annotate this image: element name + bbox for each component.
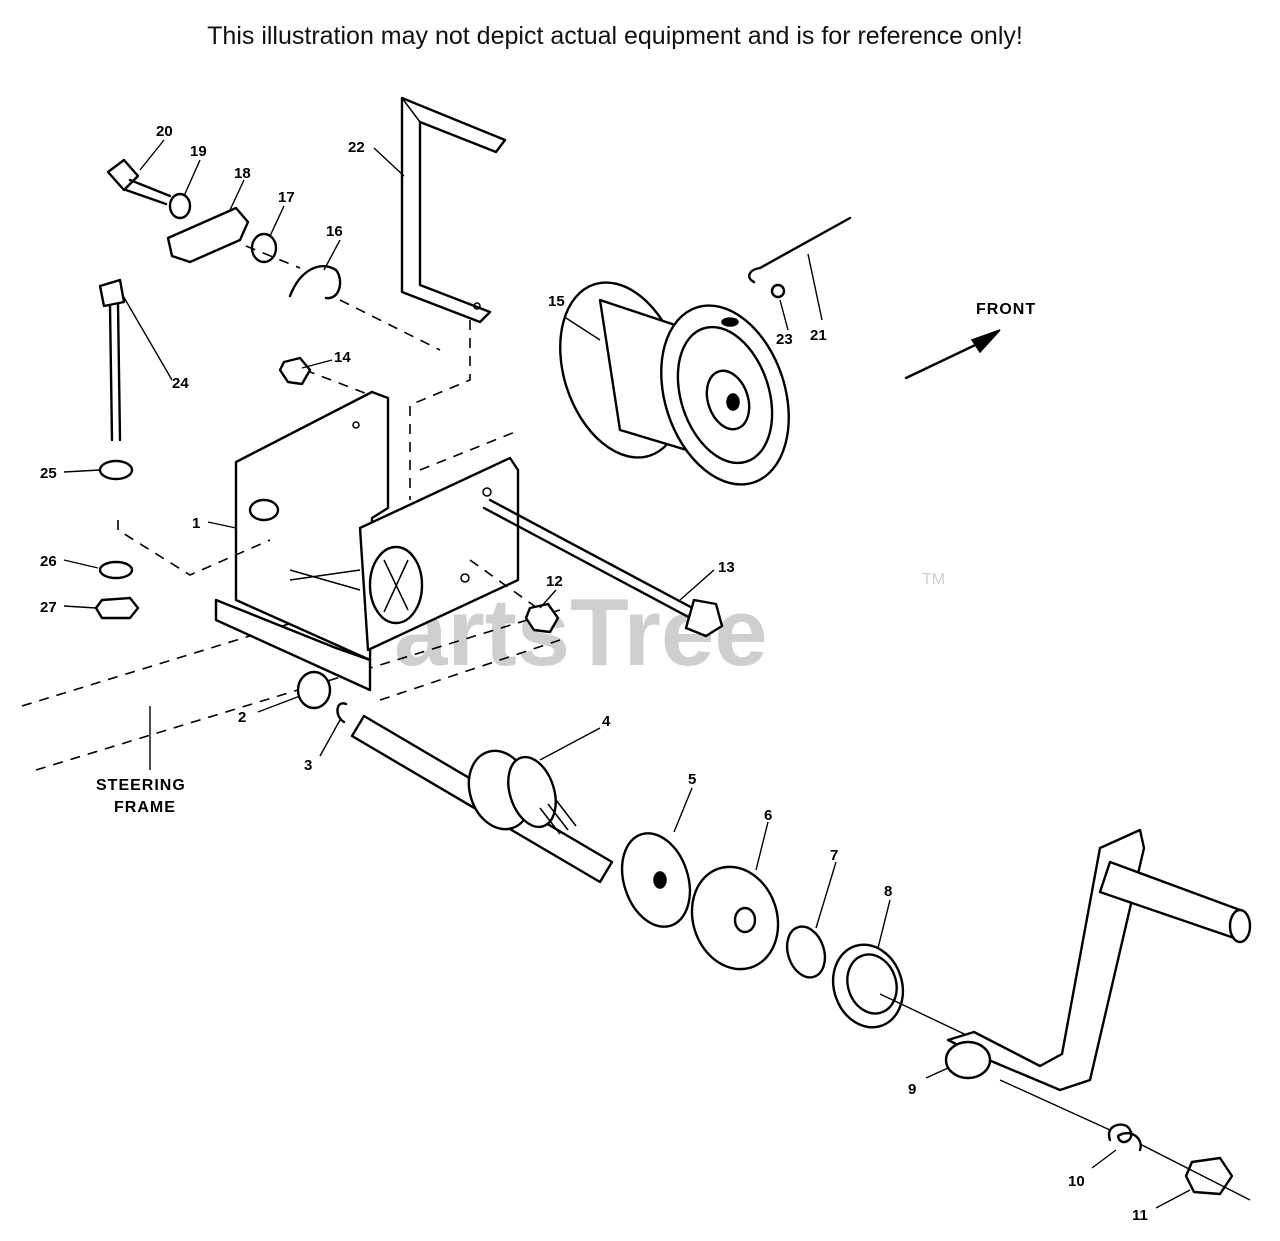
callout-15: 15: [548, 293, 565, 310]
front-label: FRONT: [976, 301, 1036, 318]
callout-10: 10: [1068, 1173, 1085, 1190]
callout-23: 23: [776, 331, 793, 348]
callout-2: 2: [238, 709, 246, 726]
disclaimer-text: This illustration may not depict actual …: [207, 22, 1023, 50]
callout-16: 16: [326, 223, 343, 240]
callout-labels: 1 2 3 4 5 6 7 8 9 10 11 12 13 14 15 16 1…: [40, 123, 1148, 1224]
part-6-sprocket: [690, 865, 780, 971]
part-21-rod: [748, 216, 852, 284]
callout-12: 12: [546, 573, 563, 590]
part-16-spring: [288, 265, 342, 300]
part-10-spring: [1107, 1123, 1142, 1152]
part-18-pawl: [166, 206, 250, 264]
part-5-washer: [620, 832, 692, 928]
callout-3: 3: [304, 757, 312, 774]
callout-27: 27: [40, 599, 57, 616]
callout-13: 13: [718, 559, 735, 576]
callout-20: 20: [156, 123, 173, 140]
part-14-nut: [278, 356, 312, 386]
callout-19: 19: [190, 143, 207, 160]
steering-label-line1: STEERING: [96, 777, 186, 794]
callout-8: 8: [884, 883, 892, 900]
callout-17: 17: [278, 189, 295, 206]
part-22-bracket: [400, 96, 507, 500]
part-26-lockwasher: [98, 560, 134, 580]
part-17-spacer: [250, 232, 278, 264]
callout-9: 9: [908, 1081, 916, 1098]
callout-5: 5: [688, 771, 696, 788]
steering-label-line2: FRAME: [114, 799, 176, 816]
callout-18: 18: [234, 165, 251, 182]
callout-25: 25: [40, 465, 57, 482]
part-20-bolt: [106, 158, 172, 206]
part-2-bushing: [296, 670, 332, 710]
callout-7: 7: [830, 847, 838, 864]
part-15-drum: [559, 281, 790, 486]
part-24-bolt: [98, 278, 126, 442]
part-3-clip: [336, 702, 348, 724]
part-13-bolt: [482, 498, 724, 638]
part-9-crank: [944, 828, 1252, 1092]
callout-21: 21: [810, 327, 827, 344]
part-25-washer: [98, 459, 134, 481]
part-11-nut: [1184, 1156, 1234, 1196]
front-arrow: [904, 329, 1001, 380]
part-12-nut: [524, 602, 560, 634]
part-8-bushing: [831, 943, 905, 1029]
callout-22: 22: [348, 139, 365, 156]
callout-4: 4: [602, 713, 611, 730]
part-27-nut: [94, 596, 140, 620]
part-1-frame: [214, 390, 520, 692]
callout-1: 1: [192, 515, 200, 532]
callout-6: 6: [764, 807, 772, 824]
callout-11: 11: [1132, 1207, 1148, 1224]
callout-26: 26: [40, 553, 57, 570]
callout-14: 14: [334, 349, 351, 366]
watermark-tm: TM: [922, 571, 945, 588]
part-23-nut: [770, 283, 786, 299]
part-7-washer: [785, 925, 827, 979]
callout-24: 24: [172, 375, 189, 392]
leader-lines: [63, 139, 1191, 1209]
part-19-washer: [168, 192, 192, 220]
part-4-shaft: [350, 714, 614, 884]
